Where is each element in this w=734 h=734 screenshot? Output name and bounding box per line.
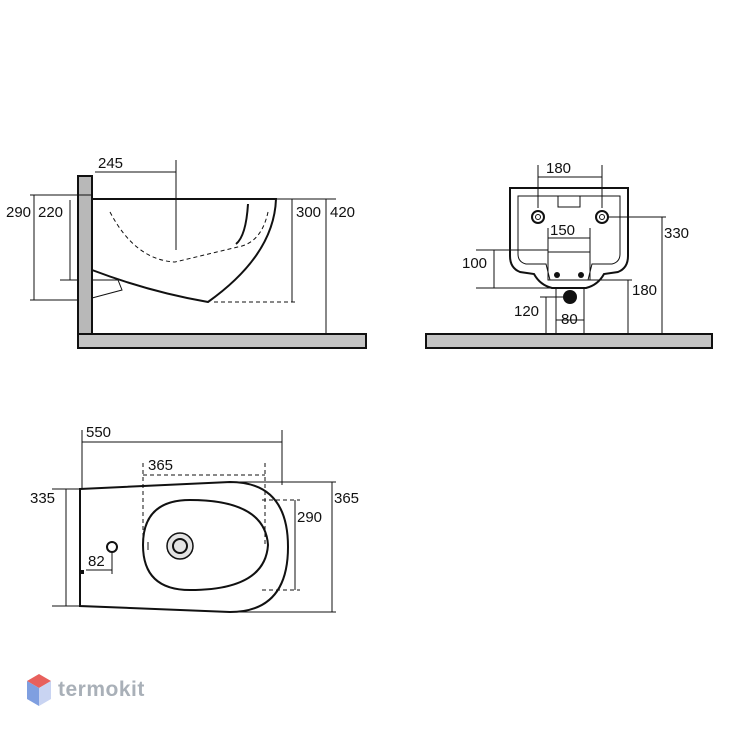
dim-rear-80: 80 — [561, 311, 578, 328]
dim-side-245: 245 — [98, 155, 123, 172]
side-bidet-outline — [91, 198, 278, 304]
top-view: 550 365 335 82 290 365 — [30, 424, 359, 614]
side-floor — [77, 333, 367, 349]
rear-floor — [425, 333, 713, 349]
dim-side-290: 290 — [6, 204, 31, 221]
dim-rear-330: 330 — [664, 225, 689, 242]
dim-top-82: 82 — [88, 553, 105, 570]
top-bowl-outline — [141, 498, 270, 592]
brand-watermark: termokit — [26, 670, 145, 710]
side-bowl-inner — [235, 203, 249, 245]
brand-name: termokit — [58, 678, 145, 701]
rear-inlet-left — [554, 272, 560, 278]
dim-top-335: 335 — [30, 490, 55, 507]
dim-top-290: 290 — [297, 509, 322, 526]
top-bidet-outline — [79, 480, 290, 614]
dim-rear-180-top: 180 — [546, 160, 571, 177]
side-view: 245 290 220 300 420 — [6, 155, 367, 349]
dim-top-365-width: 365 — [334, 490, 359, 507]
rear-view: 180 150 330 100 180 120 80 — [425, 160, 713, 349]
rear-inlet-right — [578, 272, 584, 278]
side-wall — [77, 175, 93, 335]
dim-top-365-length: 365 — [148, 457, 173, 474]
rear-top-slot — [557, 195, 581, 208]
rear-bracket-right — [595, 210, 609, 224]
rear-bracket-left — [531, 210, 545, 224]
dim-rear-120: 120 — [514, 303, 539, 320]
rear-outlet — [563, 290, 577, 304]
rear-bidet-outline — [509, 187, 629, 289]
top-tap-hole — [106, 541, 118, 553]
side-bowl-hidden — [109, 211, 269, 263]
rear-inlet-box — [547, 251, 591, 281]
termokit-logo-icon — [27, 674, 51, 706]
dim-side-220: 220 — [38, 204, 63, 221]
dim-rear-100: 100 — [462, 255, 487, 272]
top-drain-inner — [172, 538, 188, 554]
dim-top-550: 550 — [86, 424, 111, 441]
dim-side-300: 300 — [296, 204, 321, 221]
top-drain-outer — [166, 532, 194, 560]
dim-rear-150: 150 — [550, 222, 575, 239]
side-bracket — [91, 279, 123, 299]
dim-rear-180-side: 180 — [632, 282, 657, 299]
dim-side-420: 420 — [330, 204, 355, 221]
